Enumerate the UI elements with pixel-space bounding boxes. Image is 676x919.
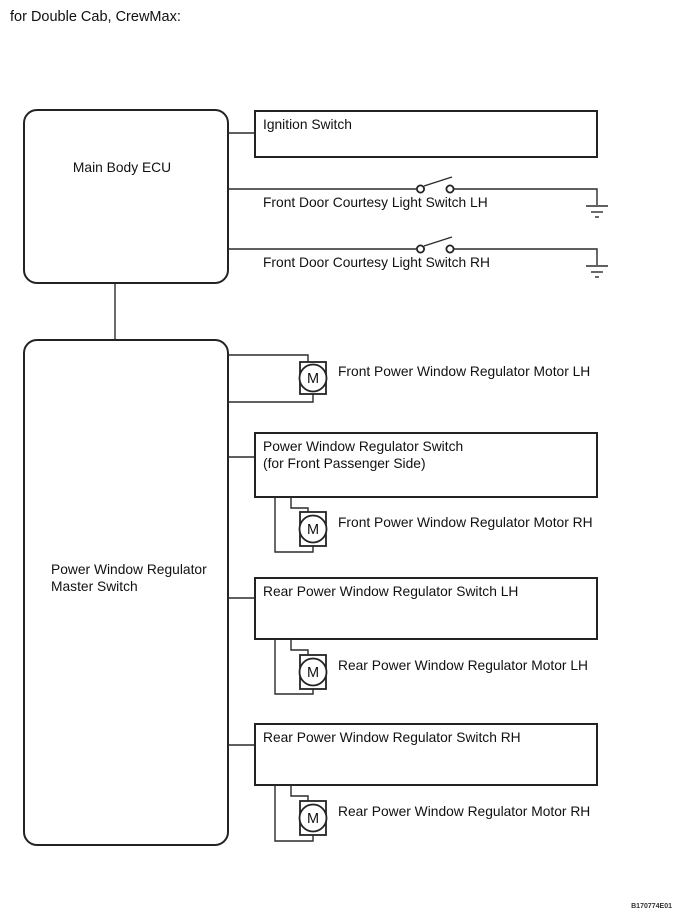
motor-icon: M xyxy=(298,511,328,547)
master-switch-label-line1: Power Window Regulator xyxy=(51,562,207,577)
front-motor-rh-circuit: M Front Power Window Regulator Motor RH xyxy=(274,497,593,553)
rear-motor-lh-circuit: M Rear Power Window Regulator Motor LH xyxy=(274,639,588,695)
master-switch-box xyxy=(23,339,229,846)
main-body-ecu: Main Body ECU xyxy=(23,109,229,284)
passenger-switch-label-line2: (for Front Passenger Side) xyxy=(263,456,426,471)
switch-contact-dot xyxy=(415,244,425,254)
passenger-switch-box xyxy=(254,432,598,498)
main-body-ecu-box xyxy=(23,109,229,284)
rear-motor-rh-label: Rear Power Window Regulator Motor RH xyxy=(338,804,590,819)
ignition-switch-box xyxy=(254,110,598,158)
figure-code: B170774E01 xyxy=(631,903,672,910)
switch-contact-dot xyxy=(445,244,455,254)
rear-motor-rh-wire-outer xyxy=(274,785,314,842)
passenger-switch: Power Window Regulator Switch (for Front… xyxy=(254,432,598,498)
passenger-switch-label-line1: Power Window Regulator Switch xyxy=(263,439,463,454)
rear-switch-rh-label: Rear Power Window Regulator Switch RH xyxy=(263,730,521,745)
ground-icon xyxy=(586,265,608,278)
front-motor-lh-label: Front Power Window Regulator Motor LH xyxy=(338,364,590,379)
motor-icon: M xyxy=(298,654,328,690)
master-switch: Power Window Regulator Master Switch xyxy=(23,339,229,846)
rear-switch-rh-box xyxy=(254,723,598,786)
switch-contact-dot xyxy=(415,184,425,194)
rear-motor-rh-circuit: M Rear Power Window Regulator Motor RH xyxy=(274,785,590,842)
motor-circle xyxy=(298,363,328,393)
rear-motor-lh-wire-inner xyxy=(290,639,309,655)
front-motor-lh-circuit: M Front Power Window Regulator Motor LH xyxy=(228,354,590,403)
motor-letter: M xyxy=(307,811,319,827)
ignition-switch-label: Ignition Switch xyxy=(263,117,352,132)
ignition-switch: Ignition Switch xyxy=(254,110,598,158)
courtesy-light-switch-rh-circuit: Front Door Courtesy Light Switch RH xyxy=(228,236,608,278)
switch-contact-dot xyxy=(445,184,455,194)
rear-switch-lh-box xyxy=(254,577,598,640)
page-title: for Double Cab, CrewMax: xyxy=(10,9,181,25)
switch-blade xyxy=(423,176,453,187)
rear-switch-lh-label: Rear Power Window Regulator Switch LH xyxy=(263,584,518,599)
rear-switch-lh: Rear Power Window Regulator Switch LH xyxy=(254,577,598,640)
motor-icon: M xyxy=(298,361,328,395)
motor-letter: M xyxy=(307,371,319,387)
front-motor-lh-wire-bottom xyxy=(228,394,314,403)
front-motor-rh-label: Front Power Window Regulator Motor RH xyxy=(338,515,593,530)
front-motor-lh-wire-top xyxy=(228,354,309,362)
front-motor-rh-wire-inner xyxy=(290,497,309,512)
switch-blade xyxy=(423,236,453,247)
front-motor-rh-wire-outer xyxy=(274,497,314,553)
rear-motor-rh-wire-inner xyxy=(290,785,309,801)
switch-contact-icon xyxy=(415,176,455,194)
ground-icon xyxy=(586,205,608,218)
courtesy-rh-wire-right xyxy=(454,248,598,265)
courtesy-lh-wire-right xyxy=(454,188,598,205)
motor-letter: M xyxy=(307,665,319,681)
motor-circle xyxy=(298,514,328,544)
motor-circle xyxy=(298,803,328,833)
rear-switch-rh: Rear Power Window Regulator Switch RH xyxy=(254,723,598,786)
courtesy-lh-label: Front Door Courtesy Light Switch LH xyxy=(263,195,488,210)
rear-motor-lh-label: Rear Power Window Regulator Motor LH xyxy=(338,658,588,673)
courtesy-light-switch-lh-circuit: Front Door Courtesy Light Switch LH xyxy=(228,176,608,218)
courtesy-rh-label: Front Door Courtesy Light Switch RH xyxy=(263,255,490,270)
main-body-ecu-label: Main Body ECU xyxy=(73,160,171,175)
master-switch-label-line2: Master Switch xyxy=(51,579,138,594)
motor-icon: M xyxy=(298,800,328,836)
rear-motor-lh-wire-outer xyxy=(274,639,314,695)
motor-letter: M xyxy=(307,522,319,538)
switch-contact-icon xyxy=(415,236,455,254)
motor-circle xyxy=(298,657,328,687)
